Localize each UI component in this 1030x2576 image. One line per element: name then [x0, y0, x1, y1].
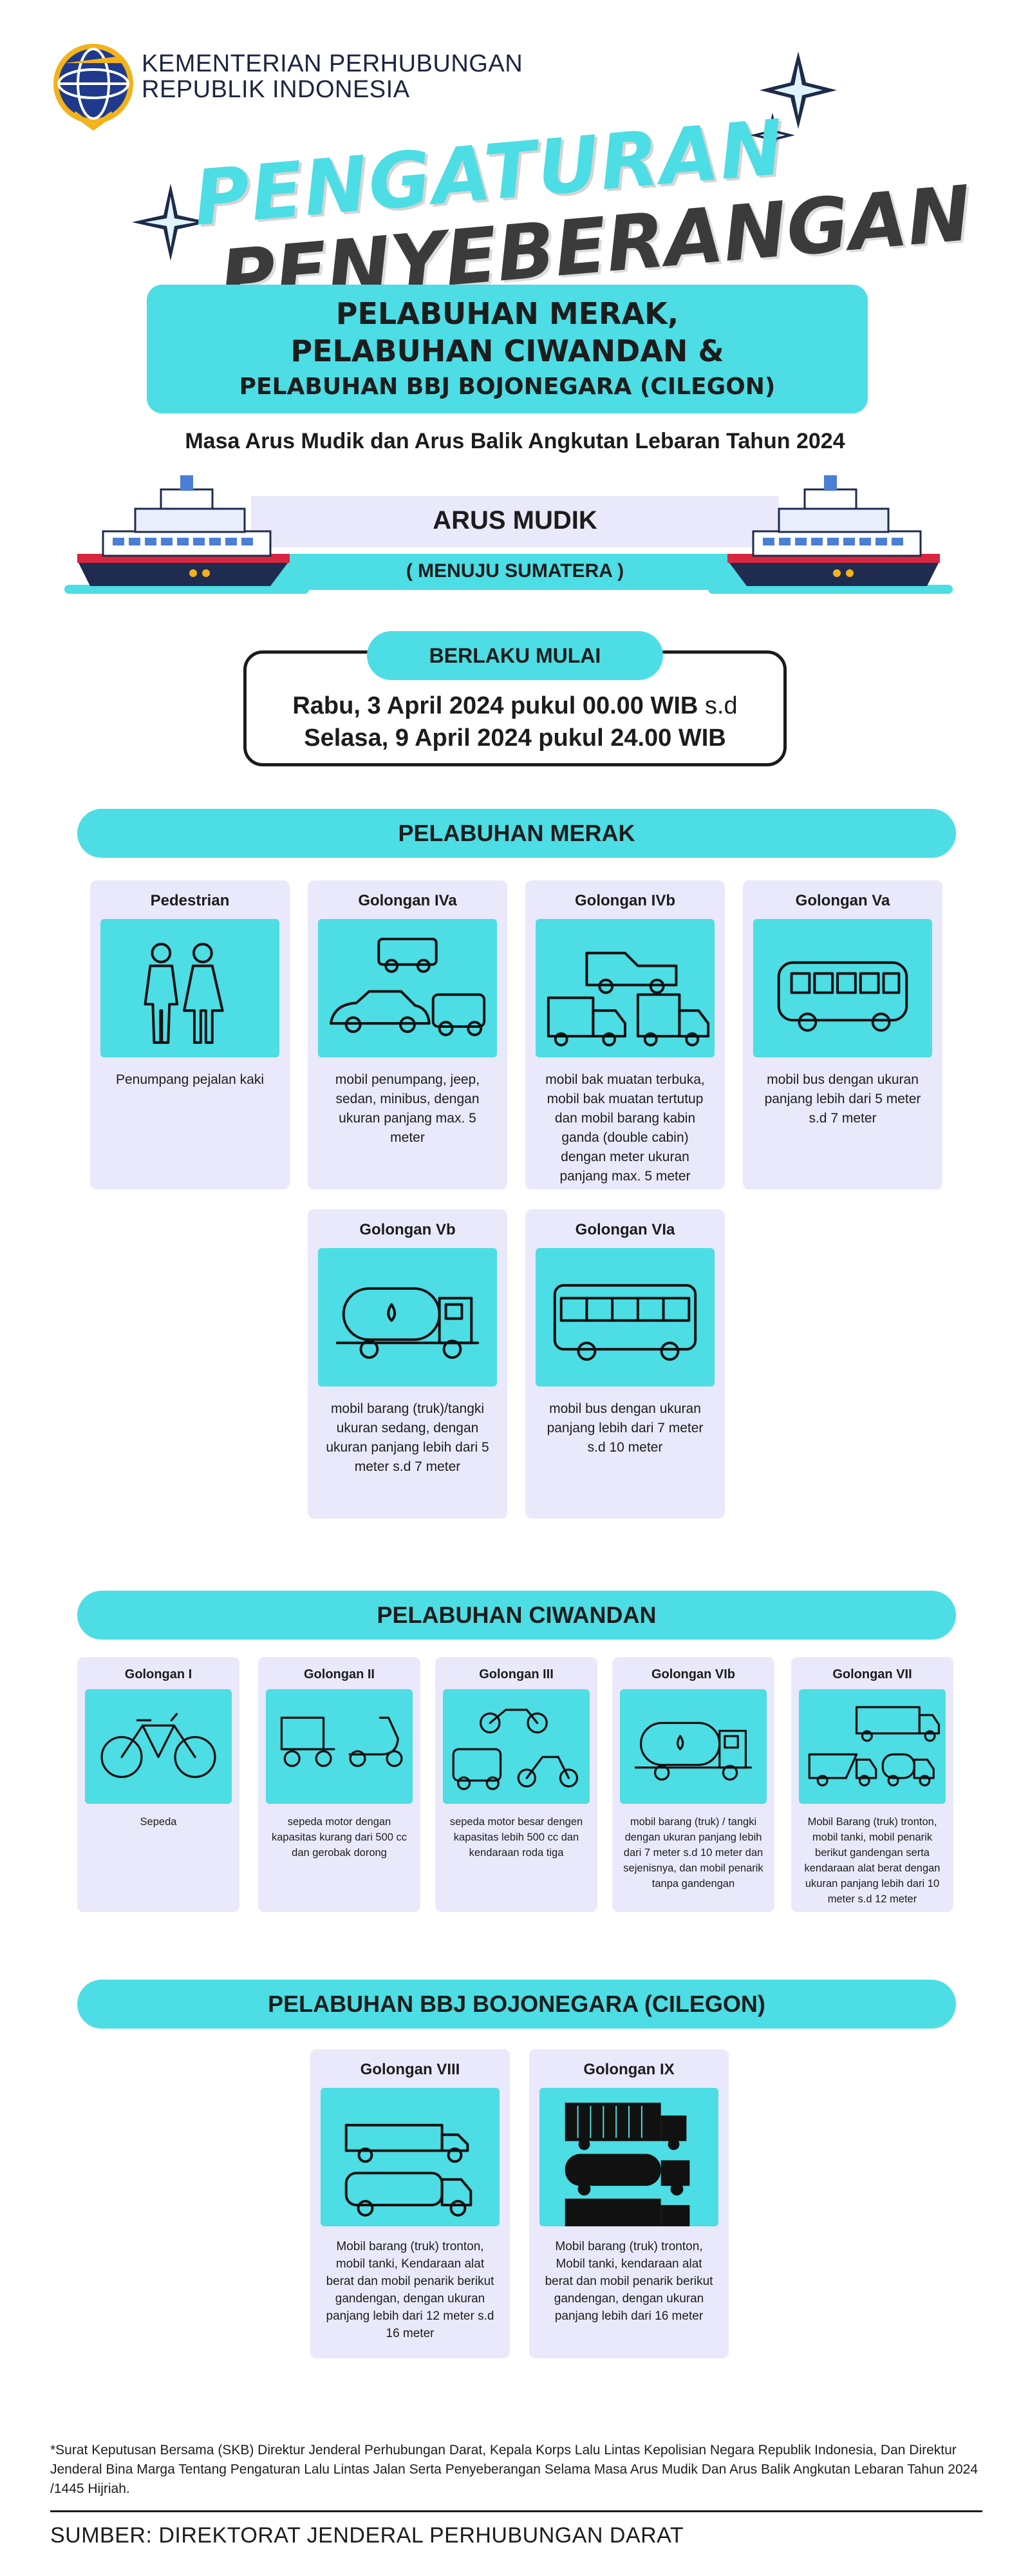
validity-start-text: Rabu, 3 April 2024 pukul 00.00 WIB — [292, 692, 698, 719]
bicycle-icon — [85, 1689, 232, 1804]
ciwandan-card-3: Golongan III sepeda motor besar dengen ka… — [435, 1657, 597, 1912]
card-description: mobil barang (truk) / tangki dengan ukur… — [623, 1816, 763, 1889]
legal-footnote: *Surat Keputusan Bersama (SKB) Direktur … — [50, 2443, 979, 2496]
ports-line-merak: PELABUHAN MERAK, — [335, 296, 679, 331]
footer-divider — [50, 2510, 982, 2512]
merak-card-6: Golongan VIa mobil bus dengan ukuran panj… — [525, 1209, 725, 1519]
card-title: Golongan Vb — [359, 1221, 456, 1238]
card-title: Golongan IVb — [575, 892, 675, 909]
ministry-name-line2: REPUBLIK INDONESIA — [142, 76, 410, 103]
bus-icon — [536, 1248, 715, 1387]
ports-line-bojonegara: PELABUHAN BBJ BOJONEGARA (CILEGON) — [239, 374, 776, 400]
pickup-truck-icon — [536, 919, 715, 1057]
heavy-truck-icon — [321, 2088, 500, 2226]
card-title: Golongan VIII — [360, 2061, 460, 2078]
bojonegara-card-1: Golongan VIII Mobil barang (truk) tronton… — [310, 2049, 510, 2358]
ciwandan-card-2: Golongan II sepeda motor dengan kapasitas… — [258, 1657, 420, 1912]
card-description: Sepeda — [140, 1816, 177, 1828]
validity-start: Rabu, 3 April 2024 pukul 00.00 WIB s.d — [247, 692, 783, 720]
ministry-name-line1: KEMENTERIAN PERHUBUNGAN — [142, 50, 523, 77]
bojonegara-card-2: Golongan IX Mobil barang (truk) tronton, … — [529, 2049, 729, 2358]
card-description: Mobil barang (truk) tronton, mobil tanki… — [326, 2240, 494, 2340]
card-description: Mobil barang (truk) tronton, Mobil tanki… — [545, 2240, 713, 2323]
card-description: sepeda motor besar dengen kapasitas lebi… — [449, 1816, 583, 1859]
sparkle-icon — [760, 52, 837, 129]
arus-mudik-label: ARUS MUDIK — [433, 506, 597, 535]
section-bojonegara-title: PELABUHAN BBJ BOJONEGARA (CILEGON) — [77, 1980, 956, 2029]
ferry-ship-right-icon — [708, 475, 953, 594]
pedestrian-icon — [100, 919, 279, 1057]
trailer-truck-icon — [799, 1689, 946, 1804]
card-title: Pedestrian — [150, 892, 230, 909]
tanker-truck-icon — [318, 1248, 497, 1387]
card-title: Golongan VII — [832, 1667, 912, 1681]
ciwandan-card-5: Golongan VII Mobil Barang (truk) tronton,… — [791, 1657, 953, 1912]
validity-sd-text: s.d — [698, 692, 738, 719]
card-title: Golongan IX — [583, 2061, 675, 2078]
card-title: Golongan IVa — [358, 892, 457, 909]
card-description: sepeda motor dengan kapasitas kurang dar… — [271, 1816, 407, 1859]
card-title: Golongan I — [124, 1667, 192, 1681]
minibus-icon — [753, 919, 932, 1057]
card-title: Golongan VIb — [651, 1667, 735, 1681]
merak-card-3: Golongan IVb mobil bak muatan terbuka, mo… — [525, 880, 725, 1189]
validity-box: Rabu, 3 April 2024 pukul 00.00 WIB s.d S… — [243, 650, 787, 766]
section-ciwandan-title: PELABUHAN CIWANDAN — [77, 1591, 956, 1640]
direction-label: ( MENUJU SUMATERA ) — [406, 560, 624, 582]
berlaku-mulai-label: BERLAKU MULAI — [367, 631, 663, 680]
car-icon — [318, 919, 497, 1057]
validity-end: Selasa, 9 April 2024 pukul 24.00 WIB — [304, 724, 726, 752]
ciwandan-card-1: Golongan I Sepeda — [77, 1657, 239, 1912]
card-title: Golongan VIa — [575, 1221, 675, 1238]
scooter-icon — [266, 1689, 413, 1804]
card-description: Penumpang pejalan kaki — [116, 1072, 264, 1087]
period-subtitle: Masa Arus Mudik dan Arus Balik Angkutan … — [185, 429, 845, 453]
ciwandan-card-4: Golongan VIb mobil barang (truk) / tangki… — [612, 1657, 774, 1912]
card-description: mobil barang (truk)/tangki ukuran sedang… — [326, 1401, 489, 1474]
ferry-ship-icon — [64, 475, 309, 594]
container-truck-icon — [539, 2088, 718, 2226]
merak-card-4: Golongan Va mobil bus dengan ukuran panja… — [743, 880, 942, 1189]
sparkle-left-icon — [132, 184, 209, 261]
card-title: Golongan Va — [795, 892, 890, 909]
motorcycle-icon — [443, 1689, 590, 1804]
ports-banner: PELABUHAN MERAK, PELABUHAN CIWANDAN & PE… — [147, 285, 868, 413]
direction-banner: ( MENUJU SUMATERA ) — [251, 554, 779, 590]
card-description: mobil penumpang, jeep, sedan, minibus, d… — [335, 1072, 480, 1145]
tanker-truck-icon — [620, 1689, 767, 1804]
card-description: mobil bus dengan ukuran panjang lebih da… — [764, 1072, 921, 1126]
card-title: Golongan II — [304, 1667, 375, 1681]
ports-line-ciwandan: PELABUHAN CIWANDAN & — [290, 334, 724, 368]
section-merak-title: PELABUHAN MERAK — [77, 809, 956, 858]
merak-card-5: Golongan Vb mobil barang (truk)/tangki uk… — [308, 1209, 507, 1519]
card-title: Golongan III — [479, 1667, 554, 1681]
card-description: Mobil Barang (truk) tronton, mobil tanki… — [804, 1816, 941, 1905]
card-description: mobil bus dengan ukuran panjang lebih da… — [547, 1401, 704, 1455]
card-description: mobil bak muatan terbuka, mobil bak muat… — [545, 1072, 705, 1184]
arus-mudik-banner: ARUS MUDIK — [251, 496, 779, 547]
merak-card-2: Golongan IVa mobil penumpang, jeep, sedan… — [308, 880, 507, 1189]
ministry-logo — [45, 37, 142, 134]
sparkle-small-icon — [750, 113, 795, 158]
source-credit: SUMBER: DIREKTORAT JENDERAL PERHUBUNGAN … — [50, 2523, 684, 2548]
